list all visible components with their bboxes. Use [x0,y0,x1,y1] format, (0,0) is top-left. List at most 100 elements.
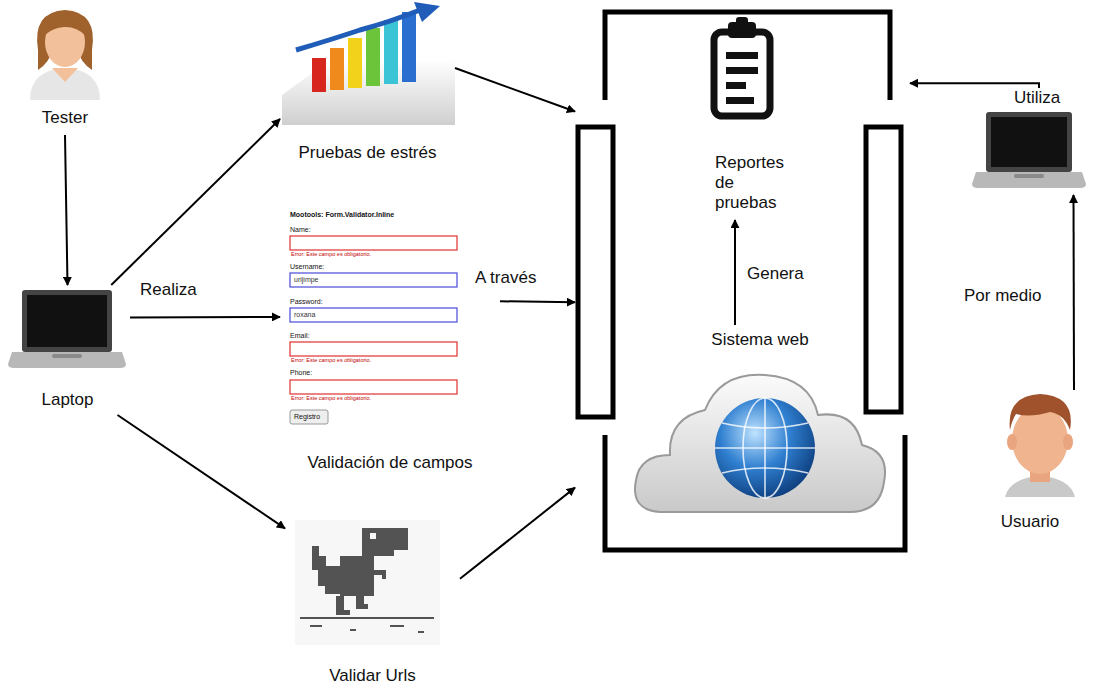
system-frame [578,12,905,550]
arrow-connector [118,415,286,528]
dino-image-part-part [362,528,408,550]
device-node [970,105,1085,195]
stress-chart-image-part [366,28,380,86]
dino-image-part-part [325,566,345,594]
form-text: roxana [294,311,315,319]
arrow-connector [130,316,280,319]
form-text: Registro [294,413,320,421]
test-type-node: Validación de campos [280,205,500,480]
dino-image-part-part [340,556,374,596]
dino-image-part [370,533,376,539]
form-image-part [290,380,457,394]
dino-image-part-part [312,546,319,570]
form-text: Error: Este campo es obligatorio. [291,395,371,401]
cloud-globe-icon-part-part [722,468,808,473]
tester-icon-part [37,10,93,70]
stress-chart-image-part [384,20,398,84]
arrow-connector [455,68,575,112]
form-text: Name: [290,226,311,234]
arrow-connector [65,135,68,285]
clipboard-icon [714,17,770,116]
arrow-connector [460,488,575,579]
clipboard-icon-part [726,67,758,74]
node-label: Sistema web [635,330,885,350]
form-text: Error: Este campo es obligatorio. [291,251,371,257]
report-node: Reportes de pruebas [700,20,800,220]
clipboard-icon-part [714,32,770,116]
laptop-icon [972,112,1086,188]
edge-label: Realiza [138,280,199,300]
dino-image-part-part [418,631,424,633]
dino-image-part [310,626,424,632]
clipboard-icon-part [726,52,758,59]
laptop-icon-part [27,295,107,347]
dino-image-part-part [310,625,322,627]
dino-image-part-part [356,604,368,609]
dino-image-part-part [318,556,326,586]
dino-image-part-part [336,610,350,615]
system-frame-part [866,127,901,412]
system-frame-part [605,12,890,100]
clipboard-icon-part [726,97,754,104]
form-image-part [290,273,457,287]
dino-image [295,520,440,645]
dino-image-part-part [382,570,386,579]
dino-image-part-part [362,550,394,556]
clipboard-icon-part [726,82,746,89]
arrow-connector [734,220,736,325]
node-label: Validar Urls [285,666,460,686]
form-text: Email: [290,332,309,340]
form-text: Phone: [290,369,312,377]
stress-chart-image [282,2,455,125]
edge-label: A través [473,268,538,288]
form-image-part [290,236,457,250]
cloud-globe-icon [635,375,885,512]
form-image-part [290,342,457,356]
stress-chart-image-part [330,48,344,90]
device-node: Laptop [5,285,130,415]
arrow-connector [111,119,280,285]
tester-icon-part [44,14,86,36]
system-frame-part [578,127,613,417]
laptop-icon-part [1014,174,1044,178]
user-icon-part [1007,434,1017,450]
edge-label: Genera [745,264,806,284]
edge-label: Por medio [962,286,1043,306]
arrow-connector [500,301,575,302]
arrow-connector [1073,195,1076,390]
node-label: Usuario [975,512,1085,532]
stress-chart-image-part [414,2,440,22]
form-text: Error: Este campo es obligatorio. [291,357,371,363]
laptop-icon-part [8,352,126,368]
cloud-globe-icon-part [635,375,885,512]
node-label: Laptop [5,390,130,410]
form-image-part [290,308,457,322]
dino-image-part [295,520,440,645]
edge-label: Utiliza [1012,88,1062,108]
laptop-icon-part [52,354,82,358]
form-text: Mootools: Form.Validator.Inline [290,211,394,219]
stress-chart-image-part [312,58,326,92]
dino-image-part [312,528,408,615]
tester-icon-part [30,68,100,100]
user-icon-part [1012,406,1068,474]
form-image-part [290,410,328,424]
cloud-globe-icon-part-part [722,423,808,428]
form-image [290,236,457,424]
laptop-icon [8,290,126,368]
test-type-node: Pruebas de estrés [280,0,455,170]
laptop-icon-part [991,117,1067,167]
tester-icon [30,10,100,100]
web-system-node: Sistema web [635,325,885,520]
node-label: Pruebas de estrés [280,143,455,163]
laptop-icon-part [986,112,1072,172]
dino-image-part [300,617,434,619]
stress-chart-image-part [296,10,420,50]
clipboard-icon-part [736,17,748,25]
cloud-globe-icon-part [715,398,815,498]
node-label: Tester [20,108,110,128]
tester-icon-part [52,68,78,82]
node-label: Validación de campos [280,453,500,473]
